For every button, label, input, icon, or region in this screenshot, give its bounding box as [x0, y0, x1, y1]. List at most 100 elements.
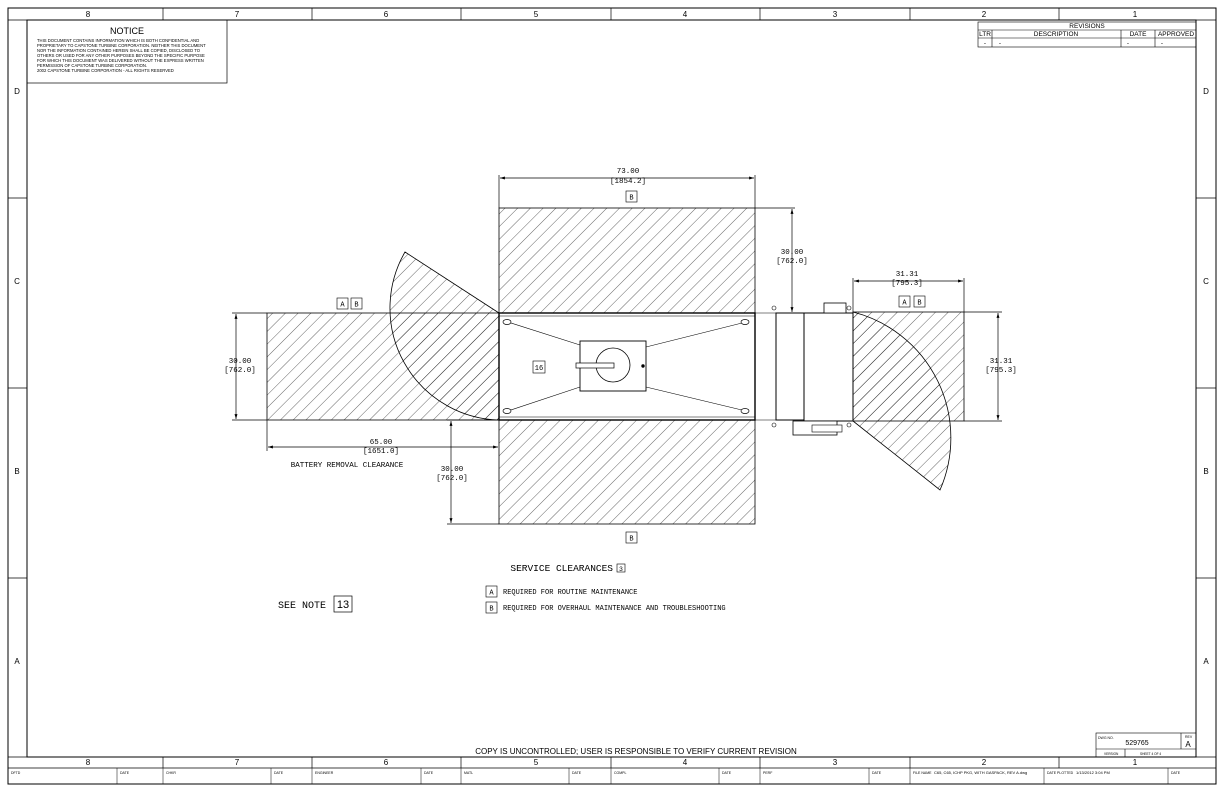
footer-strip	[116, 768, 1169, 784]
date-plotted-label: DATE PLOTTED	[1047, 771, 1074, 775]
dim-bottom-depth-mm: [762.0]	[436, 475, 468, 483]
battery-clearance-label: BATTERY REMOVAL CLEARANCE	[291, 462, 404, 470]
footer-date: DATE	[120, 771, 130, 775]
drawing-number: 529765	[1125, 740, 1148, 747]
footer-date: DATE	[722, 771, 732, 775]
bottom-clearance-area	[498, 419, 756, 525]
outer-border	[7, 7, 1217, 785]
notice-line: OTHERS OR USED FOR ANY OTHER PURPOSES BE…	[37, 53, 205, 58]
title-block	[1095, 732, 1197, 758]
notice-block: NOTICE THIS DOCUMENT CONTAINS INFORMATIO…	[26, 19, 228, 84]
footer-engineer: ENGINEER	[315, 771, 334, 775]
zone-row-b: B	[14, 467, 19, 476]
legend-box-b: B	[489, 606, 493, 614]
notice-line: 2002 CAPSTONE TURBINE CORPORATION - ALL …	[37, 68, 174, 73]
copy-notice: COPY IS UNCONTROLLED; USER IS RESPONSIBL…	[475, 747, 797, 756]
footer-matl: MATL	[464, 771, 473, 775]
callout-a: A	[340, 302, 345, 310]
legend-b-text: REQUIRED FOR OVERHAUL MAINTENANCE AND TR…	[503, 605, 726, 613]
rev-label: REV	[1185, 735, 1193, 739]
footer-date: DATE	[1171, 771, 1181, 775]
dimension-lines	[232, 175, 1002, 525]
zone-grid	[8, 8, 1216, 769]
service-clearances-note: 3	[619, 566, 623, 573]
left-door-swing-area	[389, 251, 500, 421]
see-note-number: 13	[337, 599, 349, 611]
dim-right-height-inch: 31.31	[990, 358, 1013, 366]
zone-row-c: C	[14, 277, 20, 286]
revisions-header-approved: APPROVED	[1158, 31, 1194, 38]
callout-boxes	[336, 190, 926, 614]
see-note-box	[333, 595, 353, 613]
service-clearances-title: SERVICE CLEARANCES	[510, 563, 613, 574]
zone-col-6: 6	[384, 10, 389, 19]
callout-b: B	[917, 300, 921, 308]
dwg-no-label: DWG NO.	[1098, 736, 1114, 740]
callout-b: B	[354, 302, 358, 310]
revisions-cell: -	[1161, 40, 1163, 47]
file-name-label: FILE NAME	[913, 771, 932, 775]
footer-date: DATE	[572, 771, 582, 775]
revisions-cell: -	[999, 40, 1001, 47]
dim-battery-width-inch: 65.00	[370, 439, 393, 447]
zone-col-8-bottom: 8	[86, 758, 91, 767]
dim-battery-width-mm: [1651.0]	[363, 448, 399, 456]
revisions-header-description: DESCRIPTION	[1034, 31, 1079, 38]
footer-dftd: DFTD	[11, 771, 21, 775]
revisions-header-ltr: LTR	[979, 31, 991, 38]
dim-right-height-mm: [795.3]	[985, 367, 1017, 375]
notice-line: FOR WHICH THIS DOCUMENT WAS DELIVERED WI…	[37, 58, 204, 63]
zone-row-a: A	[14, 657, 20, 666]
footer-chkr: CHKR	[166, 771, 176, 775]
callout-b: B	[629, 536, 633, 544]
zone-col-2-bottom: 2	[982, 758, 987, 767]
zone-row-d-right: D	[1203, 87, 1209, 96]
zone-col-3-bottom: 3	[833, 758, 838, 767]
footer-date: DATE	[274, 771, 284, 775]
revision-letter: A	[1185, 740, 1191, 749]
notice-title: NOTICE	[110, 26, 144, 36]
zone-col-2: 2	[982, 10, 987, 19]
microturbine-unit	[498, 312, 756, 421]
top-clearance-area	[498, 207, 756, 314]
zone-col-7: 7	[235, 10, 240, 19]
dim-bottom-depth-inch: 30.00	[441, 466, 464, 474]
version-label: VERSION	[1104, 752, 1119, 756]
footer-date: DATE	[424, 771, 434, 775]
notice-line: PERMISSION OF CAPSTONE TURBINE CORPORATI…	[37, 63, 147, 68]
right-door-swing-area	[852, 311, 952, 491]
dim-right-width-mm: [795.3]	[891, 280, 923, 288]
callout-note-16: 16	[535, 365, 543, 373]
date-plotted: 1/13/2012 3:04 PM	[1076, 770, 1110, 775]
dim-left-height-mm: [762.0]	[224, 367, 256, 375]
revisions-title: REVISIONS	[1069, 23, 1105, 30]
zone-col-4-bottom: 4	[683, 758, 688, 767]
zone-row-d: D	[14, 87, 20, 96]
zone-col-5: 5	[534, 10, 539, 19]
callout-a: A	[902, 300, 907, 308]
zone-row-a-right: A	[1203, 657, 1209, 666]
footer-compl: COMPL	[614, 771, 627, 775]
dim-top-depth-inch: 30.00	[781, 249, 804, 257]
revisions-header-date: DATE	[1130, 31, 1148, 38]
legend-box-a: A	[489, 590, 494, 598]
revisions-table	[977, 21, 1197, 48]
revisions-cell: -	[984, 40, 986, 47]
dim-top-width-inch: 73.00	[617, 168, 640, 176]
zone-col-7-bottom: 7	[235, 758, 240, 767]
zone-col-1: 1	[1133, 10, 1138, 19]
sheet-number: SHEET 4 OF 4	[1140, 752, 1161, 756]
notice-line: NOR THE INFORMATION CONTAINED HEREIN SHA…	[37, 48, 201, 53]
zone-col-1-bottom: 1	[1133, 758, 1138, 767]
zone-row-b-right: B	[1203, 467, 1208, 476]
footer-date: DATE	[872, 771, 882, 775]
zone-col-3: 3	[833, 10, 838, 19]
dim-top-width-mm: [1854.2]	[610, 178, 646, 186]
dim-right-width-inch: 31.31	[896, 271, 919, 279]
notice-line: THIS DOCUMENT CONTAINS INFORMATION WHICH…	[37, 38, 199, 43]
revisions-cell: -	[1127, 40, 1129, 47]
callout-b: B	[629, 195, 633, 203]
dim-left-height-inch: 30.00	[229, 358, 252, 366]
file-name: C65, C65, ICHP PKG, WITH GASPACK, REV A.…	[934, 770, 1027, 775]
